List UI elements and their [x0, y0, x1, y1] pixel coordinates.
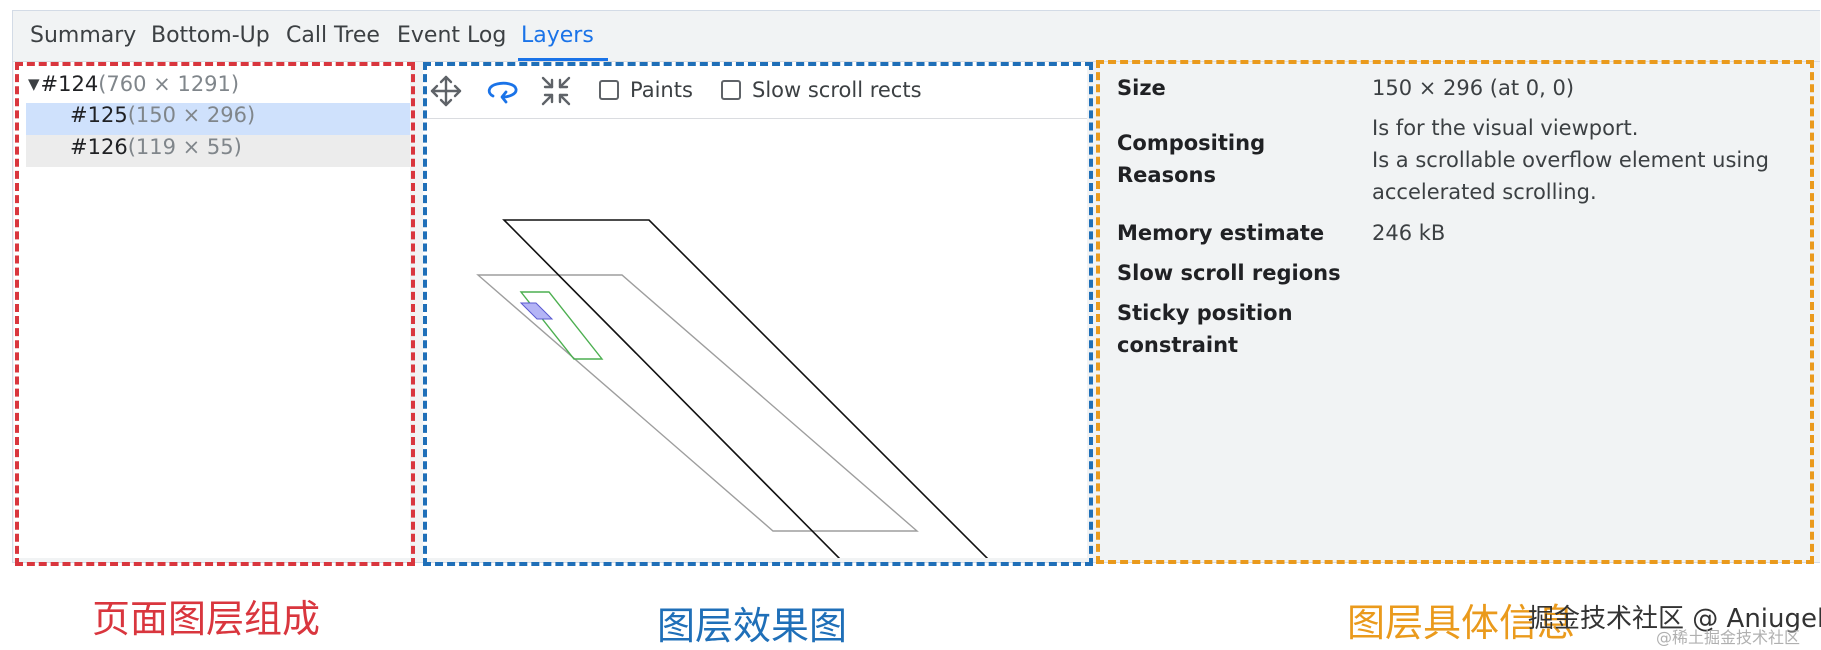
- layer-details: Size 150 × 296 (at 0, 0) Compositing Rea…: [1097, 62, 1808, 558]
- tab-bottom-up[interactable]: Bottom-Up: [151, 23, 270, 48]
- active-tab-indicator: [518, 58, 608, 61]
- memory-key: Memory estimate: [1117, 221, 1325, 245]
- collapse-arrows-icon[interactable]: [539, 74, 573, 108]
- tab-summary[interactable]: Summary: [30, 23, 137, 48]
- compositing-value-1: Is for the visual viewport.: [1372, 116, 1639, 140]
- compositing-key: Compositing Reasons: [1117, 131, 1266, 187]
- layers-toolbar: Paints Slow scroll rects: [423, 62, 1087, 119]
- size-value: 150 × 296 (at 0, 0): [1372, 76, 1575, 100]
- move-arrows-icon[interactable]: [429, 74, 463, 108]
- tab-call-tree[interactable]: Call Tree: [286, 23, 380, 48]
- tree-item-label: #124: [40, 72, 99, 96]
- slow-scroll-rects-checkbox[interactable]: [721, 80, 741, 100]
- watermark-small: @稀土掘金技术社区: [1656, 628, 1801, 647]
- layers-3d-view: Paints Slow scroll rects: [423, 62, 1087, 558]
- layer-outline-root: [476, 274, 919, 532]
- tree-caption: 页面图层组成: [92, 597, 321, 641]
- tree-item-dims: (760 × 1291): [98, 72, 240, 96]
- tree-item-label: #125: [70, 103, 128, 127]
- tree-item-125[interactable]: #125(150 × 296): [26, 103, 410, 135]
- tab-bar: Summary Bottom-Up Call Tree Event Log La…: [13, 11, 1820, 62]
- tree-item-label: #126: [70, 135, 128, 159]
- layer-highlight-fill: [519, 302, 554, 320]
- tree-item-dims: (119 × 55): [127, 135, 242, 159]
- layers-canvas[interactable]: [423, 119, 1087, 558]
- slow-scroll-regions-key: Slow scroll regions: [1117, 261, 1341, 285]
- details-caption: 图层具体信息: [1347, 601, 1576, 645]
- layer-outline-small[interactable]: [519, 291, 604, 360]
- tab-layers[interactable]: Layers: [521, 23, 594, 48]
- watermark: 掘金技术社区 @ Aniugel: [1528, 604, 1821, 634]
- paints-checkbox[interactable]: [599, 80, 619, 100]
- view-caption: 图层效果图: [657, 604, 848, 648]
- size-key: Size: [1117, 76, 1166, 100]
- layer-outline-selected[interactable]: [502, 219, 989, 558]
- paints-label: Paints: [630, 78, 693, 102]
- slow-scroll-rects-label: Slow scroll rects: [752, 78, 922, 102]
- tree-item-dims: (150 × 296): [127, 103, 256, 127]
- slow-scroll-rects-toggle[interactable]: Slow scroll rects: [721, 76, 922, 104]
- compositing-value-2: Is a scrollable overflow element using a…: [1372, 148, 1769, 204]
- memory-value: 246 kB: [1372, 221, 1446, 245]
- tab-event-log[interactable]: Event Log: [397, 23, 507, 48]
- tree-item-126[interactable]: #126(119 × 55): [26, 135, 410, 167]
- paints-toggle[interactable]: Paints: [599, 76, 693, 104]
- expand-triangle-icon[interactable]: ▼: [28, 75, 40, 93]
- sticky-position-key: Sticky position constraint: [1117, 301, 1293, 357]
- tree-item-124[interactable]: ▼#124(760 × 1291): [14, 72, 410, 104]
- rotate-icon[interactable]: [485, 74, 519, 108]
